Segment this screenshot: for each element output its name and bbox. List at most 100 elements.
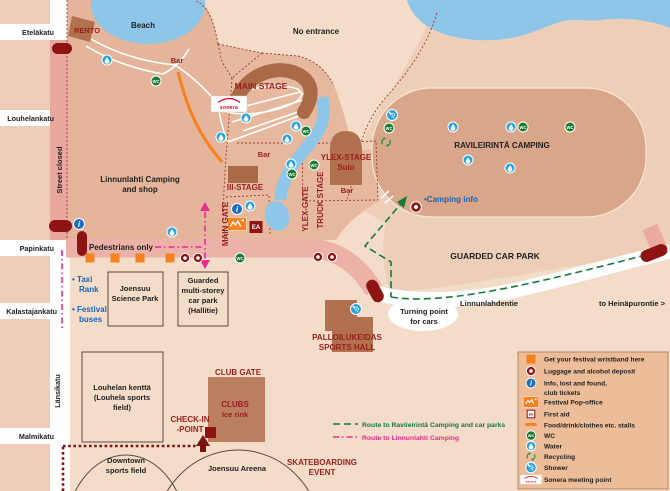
wc-icon: [564, 121, 576, 133]
louhela-field: [81, 351, 164, 443]
water-icon: [244, 200, 256, 212]
wristband-icon: [110, 253, 120, 263]
route-green-arrowhead: [397, 196, 407, 208]
legend-label-info-2: club tickets: [544, 390, 581, 397]
palloilukeidas-label-1: PALLOILUKEIDAS: [312, 333, 382, 342]
science-park-label-1: Joensuu: [120, 284, 151, 293]
turning-point-label-1: Turning point: [400, 307, 448, 316]
wc-icon: [234, 252, 246, 264]
check-in-arrow-stem: [200, 446, 206, 452]
camping-info-label: •Camping info: [424, 195, 478, 204]
downtown-label-1: Downtown: [107, 456, 145, 465]
legend-label-water: Water: [544, 444, 563, 451]
water-icon: [462, 154, 474, 166]
skateboarding-label-1: SKATEBOARDING: [287, 458, 357, 467]
science-park-label-2: Science Park: [112, 294, 160, 303]
luggage-deposit-icon: [192, 252, 204, 264]
wristband-icon: [165, 253, 175, 263]
pedestrians-only-label: Pedestrians only: [89, 243, 154, 252]
wc-icon: [150, 75, 162, 87]
camping-gate-marks: [380, 190, 394, 204]
pedestrian-road: [66, 238, 382, 296]
clubs-building: [208, 377, 265, 442]
barrier-linnunlahdentie-west: [366, 279, 384, 303]
iii-stage-label: III-STAGE: [227, 183, 264, 192]
route-pink-arrow-down: [200, 260, 210, 269]
louhela-label-2: (Louhela sports: [94, 393, 150, 402]
street-labels: Eteläkatu Louhelankatu Papinkatu Kalasta…: [6, 28, 665, 441]
ravileirinta-camping-label: RAVILEIRINTÄ CAMPING: [454, 141, 549, 150]
area-labels: Beach RENTO No entrance Bar Bar Bar Linn…: [72, 21, 550, 477]
stream: [274, 95, 330, 201]
lake-north: [407, 0, 670, 41]
rento-building: [68, 16, 95, 42]
stage-area: [218, 44, 378, 240]
sonera-icon: [519, 474, 543, 485]
check-in-arrow: [196, 435, 210, 446]
rento-label: RENTO: [74, 26, 100, 35]
linnunlahti-camping-label-2: and shop: [122, 185, 158, 194]
legend-label-recycling: Recycling: [544, 454, 575, 461]
luggage-deposit-icon: [525, 365, 537, 377]
linnunlahti-camping-label-1: Linnunlahti Camping: [100, 175, 180, 184]
water-icon: [447, 121, 459, 133]
downtown-label-2: sports field: [106, 466, 147, 475]
street-closed-label: Street closed: [55, 146, 64, 194]
joensuu-areena-shape: [166, 449, 310, 491]
sulo-label: Sulo: [337, 163, 354, 172]
multi-storey-car-park-building: [177, 271, 229, 327]
multi-storey-label-2: multi-storey: [182, 286, 226, 295]
pop-office-icon: [226, 216, 248, 232]
louhela-label-3: field): [113, 403, 131, 412]
science-park-building: [107, 271, 164, 327]
info-icon: [525, 377, 537, 389]
water-icon: [281, 133, 293, 145]
sports-hall-building: [325, 300, 373, 352]
no-entrance-label: No entrance: [293, 27, 340, 36]
main-stage-label: MAIN STAGE: [235, 81, 288, 91]
legend-label-shower: Shower: [544, 465, 568, 472]
wc-icon: [300, 125, 312, 137]
check-in-label-2: -POINT: [176, 425, 203, 434]
closed-street: [50, 40, 70, 240]
stalls-icon: [525, 423, 537, 426]
turning-point-area: [388, 297, 458, 331]
route-key: Route to Ravileirintä Camping and car pa…: [362, 422, 505, 442]
luggage-deposit-icon: [312, 251, 324, 263]
club-gate-label: CLUB GATE: [215, 368, 262, 377]
legend-box: [517, 351, 669, 490]
wristband-icon: [135, 253, 145, 263]
first-aid-icon: [526, 409, 536, 419]
water-icon: [505, 121, 517, 133]
legend: Get your festival wristband here Luggage…: [517, 351, 669, 490]
route-ravileirinta-label: Route to Ravileirintä Camping and car pa…: [362, 422, 505, 429]
barrier-linnunlahdentie-east: [640, 244, 668, 262]
city-blocks: [0, 0, 50, 491]
clubs-label-2: Ice rink: [222, 410, 249, 419]
wristband-icon: [85, 253, 95, 263]
legend-label-first-aid: First aid: [544, 412, 570, 419]
legend-label-pop-office: Festival Pop-office: [544, 400, 603, 407]
pond: [264, 201, 290, 231]
water-icon: [285, 158, 297, 170]
legend-label-wc: WC: [544, 433, 555, 440]
street-label-papinkatu: Papinkatu: [20, 244, 54, 253]
multi-storey-label-3: car park: [188, 296, 218, 305]
water-icon: [525, 440, 537, 452]
to-heinapurontie-label: to Heinäpurontie >: [599, 299, 666, 308]
truck-stage-label: TRUCK STAGE: [316, 171, 325, 229]
street-label-kalastajankatu: Kalastajankatu: [6, 307, 57, 316]
wristband-icon: [526, 354, 536, 364]
legend-label-stalls: Food/drink/clothes etc. stalls: [544, 423, 635, 430]
water-icon: [101, 54, 113, 66]
road-barriers: [49, 43, 668, 303]
legend-label-luggage: Luggage and alcohol deposit: [544, 369, 636, 376]
taxi-rank-label-2: Rank: [79, 285, 99, 294]
water-icon: [504, 162, 516, 174]
water-icon: [240, 112, 252, 124]
ravileirinta-camping-area: [371, 87, 647, 218]
barrier-papinkatu-east: [77, 231, 87, 256]
bar-label: Bar: [341, 186, 354, 195]
